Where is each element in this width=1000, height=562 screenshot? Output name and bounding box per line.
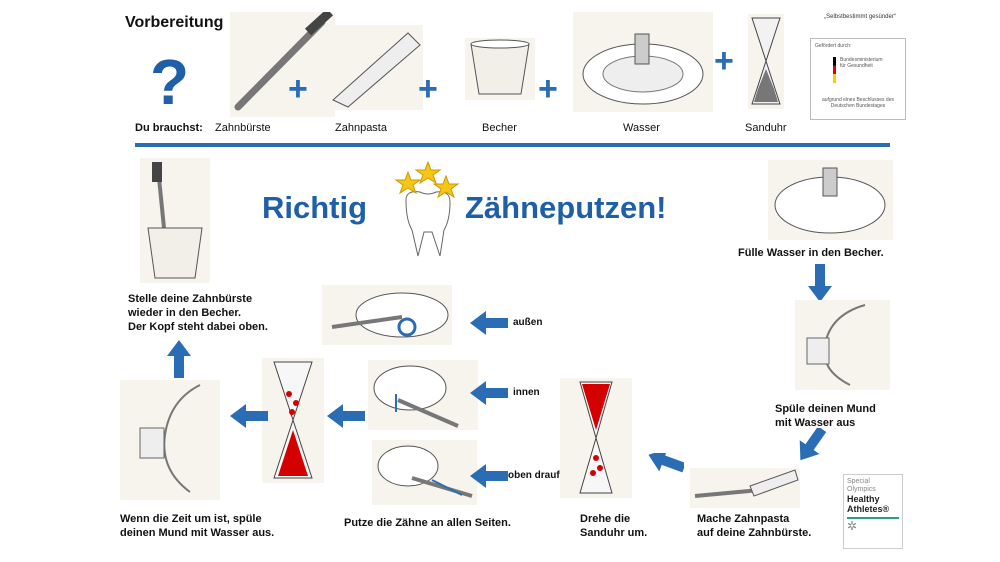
item-label-water: Wasser: [623, 122, 660, 134]
step-store-line1: Stelle deine Zahnbürste: [128, 293, 253, 305]
resolution-text: aufgrund eines Beschlusses des Deutschen…: [822, 97, 894, 109]
arrow-down-left-icon: [798, 428, 832, 468]
tooth-with-stars-icon: [392, 160, 464, 260]
ministry-name: Bundesministerium für Gesundheit: [840, 57, 883, 69]
question-mark-icon: ?: [150, 46, 190, 118]
funded-by: Gefördert durch:: [815, 43, 852, 49]
arrow-left-icon: [327, 404, 365, 428]
arrow-down-icon: [808, 264, 832, 302]
sponsor-box: Gefördert durch: Bundesministerium für G…: [810, 38, 906, 120]
badge-line2: Olympics: [847, 486, 876, 493]
arrow-left-icon: [230, 404, 268, 428]
mouth-outside-illustration: [322, 285, 452, 345]
side-outside: außen: [513, 317, 543, 328]
face-drinking-illustration: [795, 300, 890, 390]
arrow-left-icon: [470, 464, 508, 488]
mouth-top-illustration: [372, 440, 477, 505]
step-paste-line2: auf deine Zahnbürste.: [697, 527, 812, 539]
healthy-athletes-badge: Special Olympics Healthy Athletes® ✲: [843, 474, 903, 549]
step-store-line3: Der Kopf steht dabei oben.: [128, 321, 268, 333]
side-top: oben drauf: [508, 470, 560, 481]
arrow-left-icon: [644, 453, 684, 479]
plus-icon: +: [288, 70, 308, 108]
flag-icon: [833, 57, 836, 83]
sink-illustration: [573, 12, 713, 112]
hourglass-red-illustration: [560, 378, 632, 498]
special-olympics-logo-icon: ✲: [847, 519, 858, 533]
toothpaste-illustration: [328, 25, 423, 110]
step-brush: Putze die Zähne an allen Seiten.: [344, 517, 511, 529]
title-word-2: Zähneputzen!: [465, 190, 667, 225]
item-label-hourglass: Sanduhr: [745, 122, 787, 134]
hourglass-red-illustration: [262, 358, 324, 483]
plus-icon: +: [714, 42, 734, 80]
badge-line3: Healthy: [847, 494, 880, 504]
item-label-cup: Becher: [482, 122, 517, 134]
badge-line4: Athletes®: [847, 504, 890, 514]
step-rinse-line2: mit Wasser aus: [775, 417, 856, 429]
title-word-1: Richtig: [262, 190, 368, 225]
arrow-up-icon: [167, 340, 191, 378]
step-hourglass-line1: Drehe die: [580, 513, 631, 525]
arrow-left-icon: [470, 311, 508, 335]
step-rinse2-line2: deinen Mund mit Wasser aus.: [120, 527, 275, 539]
step-hourglass-line2: Sanduhr um.: [580, 527, 648, 539]
divider: [135, 143, 890, 147]
step-rinse2-line1: Wenn die Zeit um ist, spüle: [120, 513, 262, 525]
cup-illustration: [465, 38, 535, 100]
sink-illustration: [768, 160, 893, 240]
hourglass-illustration: [748, 14, 784, 109]
toothbrush-illustration: [230, 12, 335, 117]
arrow-left-icon: [470, 381, 508, 405]
need-label: Du brauchst:: [135, 122, 203, 134]
badge-line1: Special: [847, 478, 870, 485]
sponsor-quote: „Selbstbestimmt gesünder“: [824, 14, 896, 20]
step-store-line2: wieder in den Becher.: [128, 307, 242, 319]
badge-stripe: [847, 517, 899, 519]
toothbrush-paste-illustration: [690, 468, 800, 508]
mouth-inside-illustration: [368, 360, 478, 430]
plus-icon: +: [538, 70, 558, 108]
item-label-toothpaste: Zahnpasta: [335, 122, 387, 134]
plus-icon: +: [418, 70, 438, 108]
step-paste-line1: Mache Zahnpasta: [697, 513, 790, 525]
cup-with-toothbrush-illustration: [140, 158, 210, 283]
header-title: Vorbereitung: [125, 14, 224, 31]
side-inside: innen: [513, 387, 540, 398]
face-rinsing-illustration: [120, 380, 220, 500]
step-fill-water: Fülle Wasser in den Becher.: [738, 247, 884, 259]
item-label-toothbrush: Zahnbürste: [215, 122, 271, 134]
step-rinse-line1: Spüle deinen Mund: [775, 403, 876, 415]
